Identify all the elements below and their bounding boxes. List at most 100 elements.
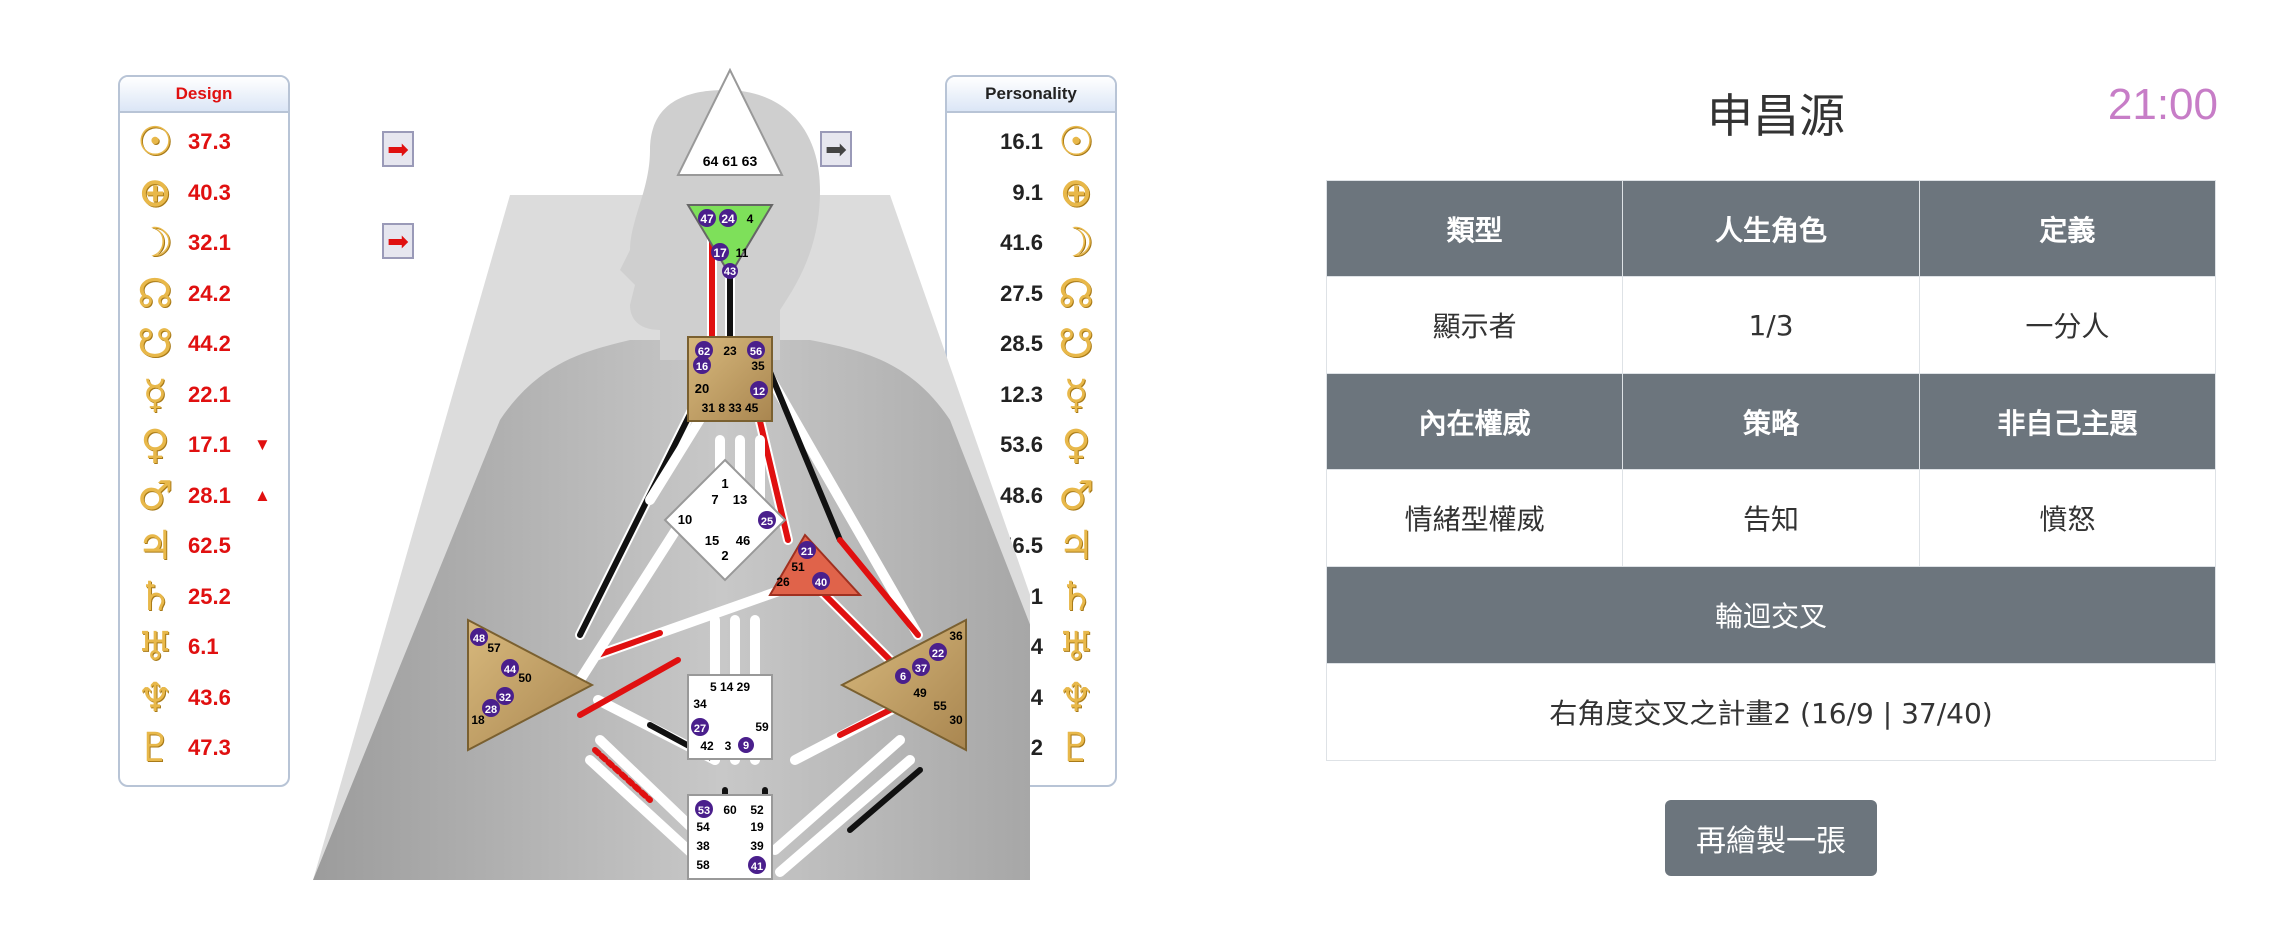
bodygraph: 64 61 63 47 24 4 17 11 43 62 23 56 16 35…	[313, 67, 1030, 880]
gate-54: 54	[696, 820, 710, 834]
gate-badge	[929, 643, 947, 661]
throat-gates-row: 31 8 33 45	[702, 401, 759, 415]
personality-planet-value: 9.1	[1012, 179, 1043, 205]
gate-badge	[912, 658, 930, 676]
design-planet-value: 43.6	[188, 684, 231, 710]
personality-planet-row: 27.5 ☊	[981, 271, 1099, 317]
table-row: 情緒型權威 告知 憤怒	[1325, 469, 2217, 567]
design-planet-row: ☽32.1	[132, 220, 254, 266]
info-table: 類型 人生角色 定義 顯示者 1/3 一分人 內在權威 策略 非自己主題 情緒型…	[1325, 180, 2217, 761]
gate-badge	[711, 243, 729, 261]
personality-planet-row: 16.1 ☉	[981, 119, 1099, 165]
gate-badge	[812, 572, 830, 590]
gate-57: 57	[487, 641, 501, 655]
pluto-icon: ♇	[137, 725, 173, 771]
redraw-button[interactable]: 再繪製一張	[1665, 800, 1877, 876]
body-silhouette	[313, 340, 1030, 880]
gate-47: 47	[700, 212, 714, 226]
gate-7: 7	[711, 492, 718, 507]
north-node-icon: ☊	[1058, 270, 1094, 317]
design-planet-value: 17.1	[188, 432, 231, 457]
personality-top-arrow-icon[interactable]: ➡	[820, 131, 852, 167]
gate-3: 3	[725, 739, 732, 753]
gate-25: 25	[761, 516, 773, 528]
gate-badge	[482, 699, 500, 717]
header-incarnation-cross: 輪迴交叉	[1326, 566, 2216, 664]
gate-12: 12	[753, 386, 765, 398]
gate-badge	[722, 263, 738, 279]
table-row: 輪迴交叉	[1326, 566, 2216, 664]
value-authority: 情緒型權威	[1325, 469, 1624, 567]
header-type: 類型	[1325, 180, 1624, 277]
design-planet-row: ♂28.1▲	[132, 473, 271, 519]
personality-planet-value: 16.1	[1000, 129, 1043, 154]
gate-35: 35	[751, 359, 765, 373]
gate-badge	[691, 718, 709, 736]
gate-43: 43	[724, 266, 736, 278]
design-planet-value: 24.2	[188, 280, 231, 306]
person-time: 21:00	[2107, 80, 2218, 129]
value-definition: 一分人	[1918, 276, 2217, 374]
personality-planet-value: 12.3	[1000, 381, 1043, 407]
value-type: 顯示者	[1325, 276, 1624, 374]
g-center	[663, 458, 787, 582]
design-top-arrow-icon[interactable]: ➡	[382, 131, 414, 167]
gate-34: 34	[693, 697, 707, 711]
design-planet-row: ☉37.3	[132, 119, 254, 165]
gate-50: 50	[518, 671, 532, 685]
gate-18: 18	[471, 713, 485, 727]
earth-icon: ⊕	[1059, 169, 1093, 216]
design-planet-row: ♅6.1	[132, 624, 254, 670]
mercury-icon: ☿	[142, 371, 168, 418]
personality-planet-value: 41.6	[1000, 230, 1043, 255]
personality-planet-value: 27.5	[1000, 280, 1043, 306]
mars-icon: ♂	[1058, 472, 1094, 519]
table-row: 內在權威 策略 非自己主題	[1325, 373, 2217, 470]
gate-21: 21	[801, 546, 813, 558]
gate-40: 40	[815, 577, 827, 589]
gate-badge	[798, 541, 816, 559]
design-planet-row: ☿22.1	[132, 372, 254, 418]
gate-36: 36	[949, 629, 963, 643]
design-planet-value: 32.1	[188, 230, 231, 255]
design-planet-value: 6.1	[188, 634, 219, 659]
gate-badge	[501, 659, 519, 677]
gate-24: 24	[721, 212, 735, 226]
gate-59: 59	[755, 720, 769, 734]
personality-planet-row: 12.3☿	[981, 372, 1099, 418]
design-planet-marker: ▲	[254, 485, 271, 505]
header-definition: 定義	[1918, 180, 2217, 277]
gate-16: 16	[696, 361, 708, 373]
gate-badge	[719, 209, 737, 227]
gate-32: 32	[499, 692, 511, 704]
gate-badge	[748, 856, 766, 874]
gate-62: 62	[698, 346, 710, 358]
gate-28: 28	[485, 704, 497, 716]
gate-42: 42	[700, 739, 714, 753]
personality-planet-row: 41.6☽	[981, 220, 1099, 266]
head-center	[676, 67, 784, 176]
value-strategy: 告知	[1622, 469, 1920, 567]
south-node-icon: ☋	[137, 321, 173, 367]
gate-38: 38	[696, 839, 710, 853]
gate-13: 13	[733, 492, 747, 507]
gate-27: 27	[694, 723, 706, 735]
gate-6: 6	[900, 671, 906, 683]
gate-badge	[693, 356, 711, 374]
personality-planet-value: 53.6	[1000, 432, 1043, 457]
gate-15: 15	[705, 533, 719, 548]
header-authority: 內在權威	[1325, 373, 1624, 470]
value-profile: 1/3	[1622, 276, 1920, 374]
sun-icon: ☉	[1058, 119, 1094, 165]
design-planet-value: 37.3	[188, 129, 231, 154]
gate-17: 17	[713, 246, 727, 260]
gate-20: 20	[695, 381, 709, 396]
gate-26: 26	[776, 575, 790, 589]
gate-56: 56	[750, 346, 762, 358]
table-row: 顯示者 1/3 一分人	[1325, 276, 2217, 374]
north-node-icon: ☊	[137, 270, 173, 317]
gate-39: 39	[750, 839, 764, 853]
gate-badge	[470, 628, 488, 646]
earth-icon: ⊕	[138, 169, 172, 216]
design-bottom-arrow-icon[interactable]: ➡	[382, 223, 414, 259]
